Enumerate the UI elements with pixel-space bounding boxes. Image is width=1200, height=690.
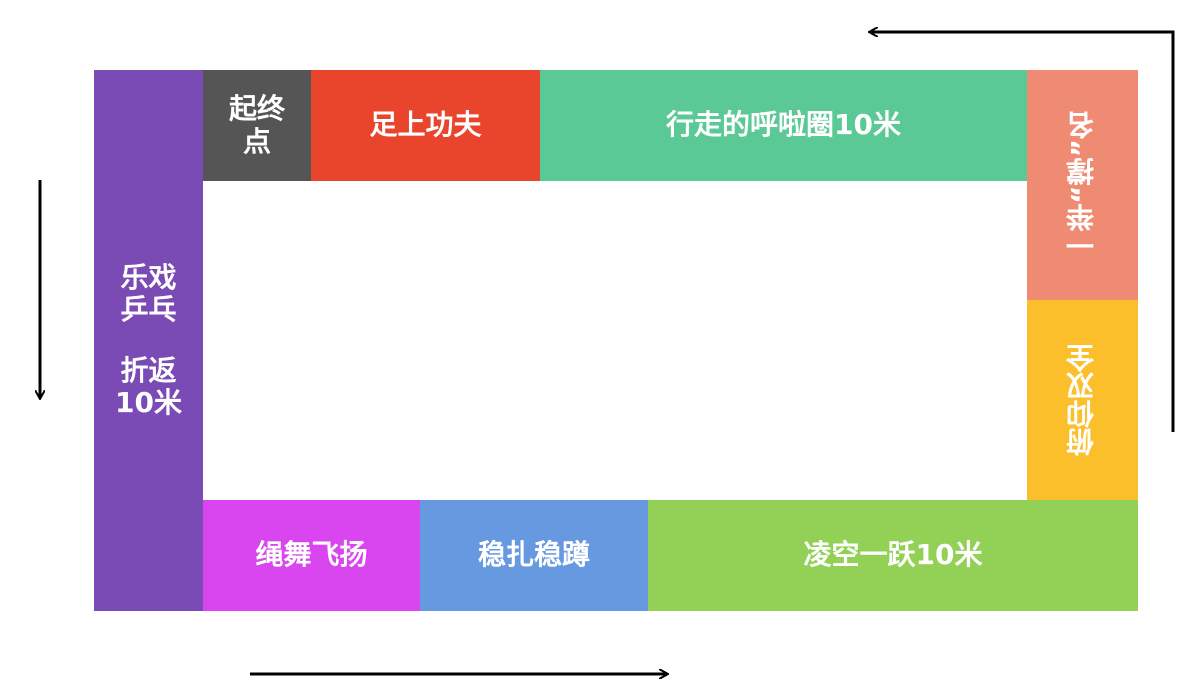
start-end-label: 起终点	[228, 92, 285, 158]
long-jump-label: 凌空一跃10米	[803, 538, 983, 572]
squat-label: 稳扎稳蹲	[477, 538, 590, 572]
ping-pong-label-line2: 乒乓	[120, 293, 177, 327]
push-up-label: 一举“撑”名	[1065, 110, 1099, 260]
long-jump-station: 凌空一跃10米	[648, 500, 1138, 611]
ping-pong-label-line4: 10米	[115, 385, 182, 419]
squat-station: 稳扎稳蹲	[420, 500, 648, 611]
jump-rope-label: 绳舞飞扬	[255, 538, 368, 572]
ping-pong-label-line3: 折返	[120, 353, 177, 387]
sit-up-label: 俯仰双全	[1065, 344, 1099, 456]
hula-hoop-label: 行走的呼啦圈10米	[666, 108, 901, 142]
start-end-station: 起终点	[203, 70, 311, 181]
sit-up-station: 俯仰双全	[1027, 300, 1138, 500]
jump-rope-station: 绳舞飞扬	[203, 500, 420, 611]
push-up-station: 一举“撑”名	[1027, 70, 1138, 300]
hula-hoop-station: 行走的呼啦圈10米	[540, 70, 1027, 181]
feet-skills-label: 足上功夫	[369, 108, 482, 142]
ping-pong-station: 乐戏 乒乓 折返 10米	[94, 70, 203, 611]
feet-skills-station: 足上功夫	[311, 70, 540, 181]
ping-pong-label-line1: 乐戏	[120, 261, 177, 295]
